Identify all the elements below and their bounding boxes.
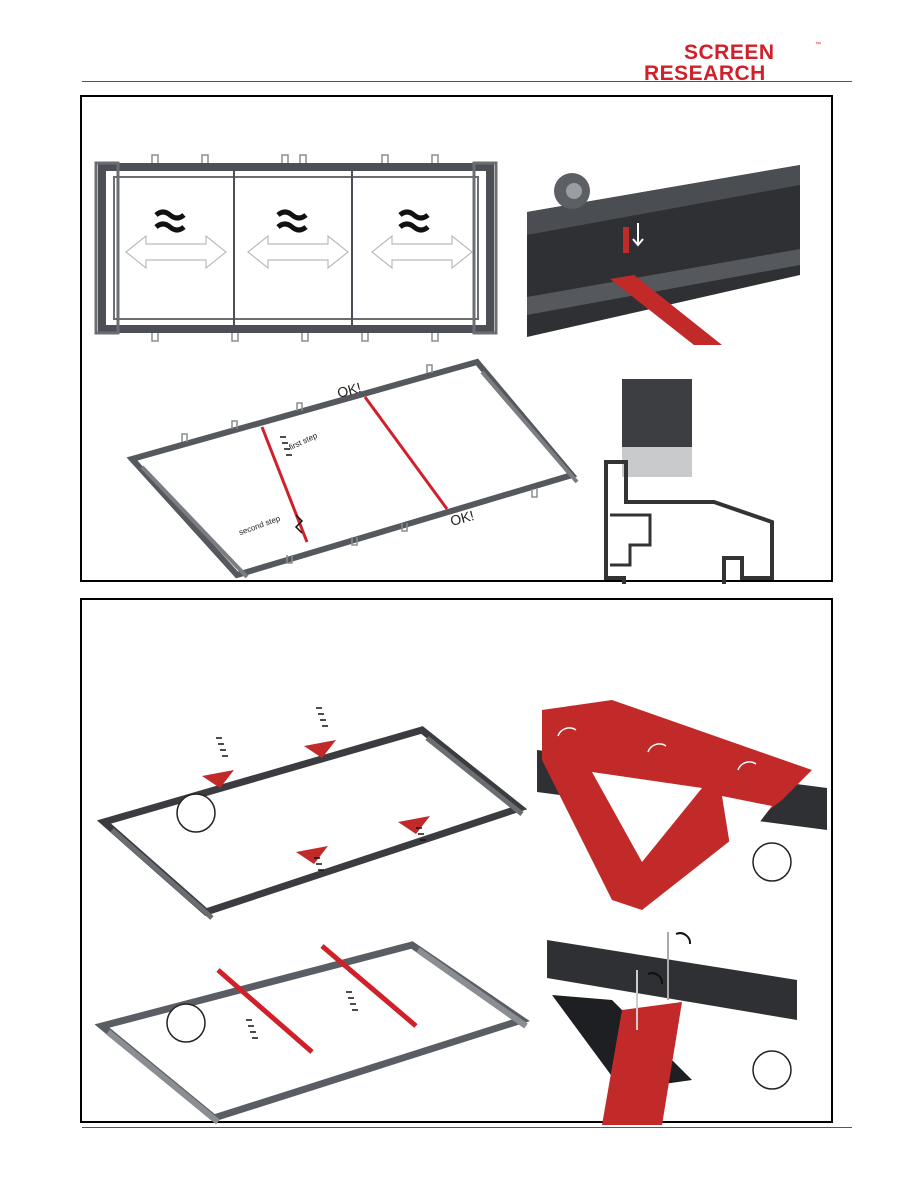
instruction-panel-2 — [80, 598, 833, 1123]
footer-rule — [82, 1127, 852, 1128]
callout-circle-icon — [167, 1004, 205, 1042]
profile-cross-section — [606, 379, 772, 584]
callout-circle-icon — [177, 794, 215, 832]
header-rule — [82, 81, 852, 82]
bracket-closeup-illustration — [537, 700, 827, 910]
panel-2-illustrations — [82, 600, 835, 1125]
pin-closeup-illustration — [547, 932, 797, 1125]
rail-closeup-illustration — [527, 165, 800, 345]
logo-trademark: ™ — [815, 42, 821, 48]
instruction-panel-1: OK! OK! first step second step — [80, 95, 833, 582]
logo-line-1: SCREEN — [684, 42, 775, 63]
callout-circle-icon — [753, 1051, 791, 1089]
callout-circle-icon — [753, 843, 791, 881]
screen-research-logo: SCREEN ™ RESEARCH — [640, 42, 830, 84]
frame-with-brackets-illustration — [104, 708, 522, 918]
frame-with-crossbars-illustration — [102, 945, 526, 1122]
flat-frame-illustration — [96, 155, 496, 341]
